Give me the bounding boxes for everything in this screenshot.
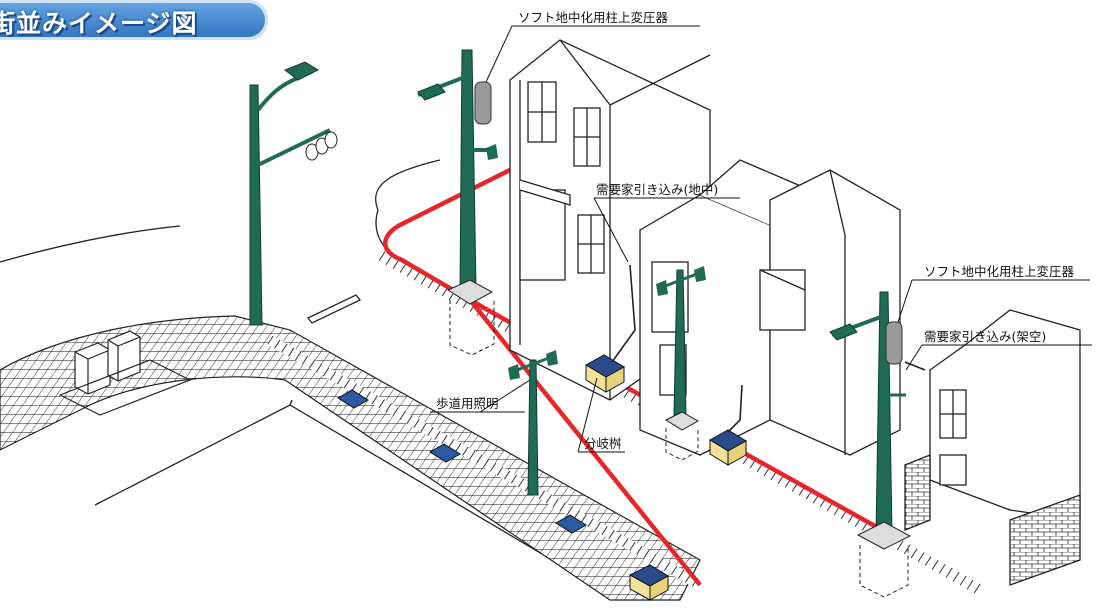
title-banner: 街並みイメージ図 — [0, 0, 268, 40]
road-lines — [0, 159, 621, 601]
label-service-underground: 需要家引き込み(地中) — [596, 182, 718, 197]
diagram-labels: ソフト地中化用柱上変圧器 需要家引き込み(地中) ソフト地中化用柱上変圧器 需要… — [436, 10, 1075, 451]
underground-cable — [383, 162, 702, 587]
ground-cabinets — [58, 330, 192, 416]
sidewalk-light-1 — [508, 350, 558, 496]
branch-box-3 — [628, 564, 669, 601]
drain-covers — [337, 389, 587, 534]
branch-boxes — [585, 354, 747, 601]
transformer-pole-2 — [829, 291, 912, 598]
label-sidewalk-light: 歩道用照明 — [436, 396, 499, 411]
branch-box-2 — [709, 429, 747, 466]
transformer-pole-1 — [417, 49, 498, 356]
page-title: 街並みイメージ図 — [0, 9, 198, 38]
label-transformer-top: ソフト地中化用柱上変圧器 — [518, 10, 669, 25]
street-light-pole-left — [249, 61, 338, 326]
leader-lines — [430, 25, 1092, 453]
label-transformer-right: ソフト地中化用柱上変圧器 — [924, 264, 1075, 279]
sidewalk-paving — [0, 315, 703, 601]
sidewalk-light-2 — [656, 266, 706, 461]
label-branch-box: 分岐桝 — [584, 436, 622, 451]
service-drops — [611, 264, 926, 433]
label-service-overhead: 需要家引き込み(架空) — [924, 329, 1046, 344]
branch-box-1 — [585, 354, 625, 393]
